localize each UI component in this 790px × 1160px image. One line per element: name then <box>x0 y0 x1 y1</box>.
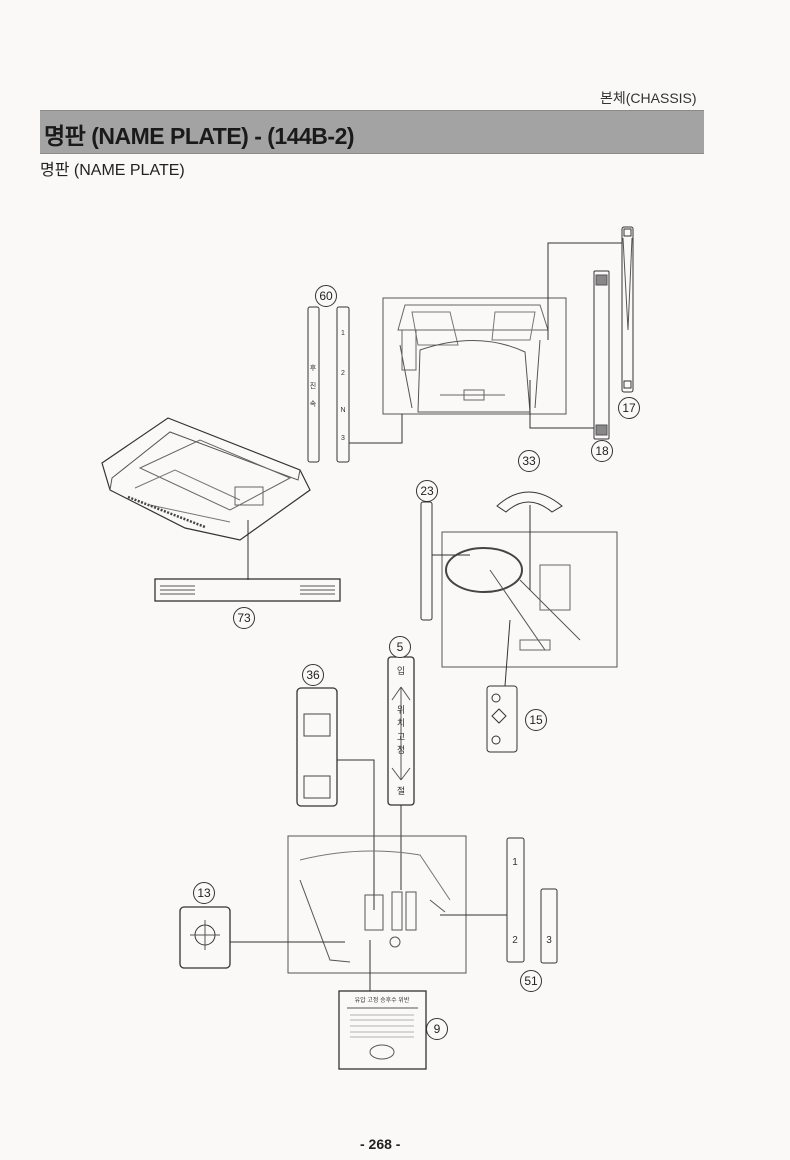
section-header: 본체(CHASSIS) <box>600 90 697 106</box>
page-title: 명판 (NAME PLATE) - (144B-2) <box>44 123 355 149</box>
callout-17: 17 <box>618 397 640 419</box>
callout-36: 36 <box>302 664 324 686</box>
hood-cover-illustration <box>101 417 311 580</box>
callout-33: 33 <box>518 450 540 472</box>
callout-23: 23 <box>416 480 438 502</box>
callout-5: 5 <box>389 636 411 658</box>
p60b-text-1: 2 <box>341 370 345 377</box>
p51b-text-0: 3 <box>546 935 552 946</box>
page-number: - 268 - <box>360 1136 401 1152</box>
pedals-illustration <box>287 835 467 974</box>
title-bar <box>40 110 704 154</box>
plate-33 <box>496 491 563 590</box>
callout-73: 73 <box>233 607 255 629</box>
plate-17 <box>547 226 634 393</box>
p60b-text-0: 1 <box>341 330 345 337</box>
p60b-text-3: 3 <box>341 435 345 442</box>
callout-9: 9 <box>426 1018 448 1040</box>
p5-text-1: 위 <box>397 705 405 715</box>
plate-5 <box>387 656 415 890</box>
p60a-text-1: 진 <box>310 381 316 390</box>
callout-60: 60 <box>315 285 337 307</box>
plate-51 <box>440 837 558 964</box>
p9-header-text: 유압 고정 승후수 위반 <box>355 996 410 1004</box>
callout-15: 15 <box>525 709 547 731</box>
callout-13: 13 <box>193 882 215 904</box>
callout-51: 51 <box>520 970 542 992</box>
p5-text-4: 정 <box>397 745 405 755</box>
p60a-text-2: 속 <box>310 400 317 408</box>
page-subtitle: 명판 (NAME PLATE) <box>40 162 185 179</box>
cab-floor-illustration <box>382 297 567 415</box>
p60a-text-0: 후 <box>310 364 317 372</box>
p51a-text-0: 1 <box>512 857 518 868</box>
plate-60 <box>307 306 403 463</box>
plate-9 <box>338 940 427 1070</box>
p60b-text-2: N <box>340 407 345 414</box>
plate-23 <box>420 501 470 621</box>
callout-18: 18 <box>591 440 613 462</box>
p5-text-2: 치 <box>397 717 405 728</box>
p51a-text-1: 2 <box>512 935 518 946</box>
p5-text-5: 절 <box>397 785 405 796</box>
p5-text-3: 고 <box>397 732 405 742</box>
p5-text-0: 입 <box>397 665 405 676</box>
plate-73 <box>154 578 341 602</box>
plate-15 <box>486 619 518 753</box>
plate-13 <box>179 906 345 969</box>
plate-18 <box>529 270 610 440</box>
plate-36 <box>296 687 375 910</box>
